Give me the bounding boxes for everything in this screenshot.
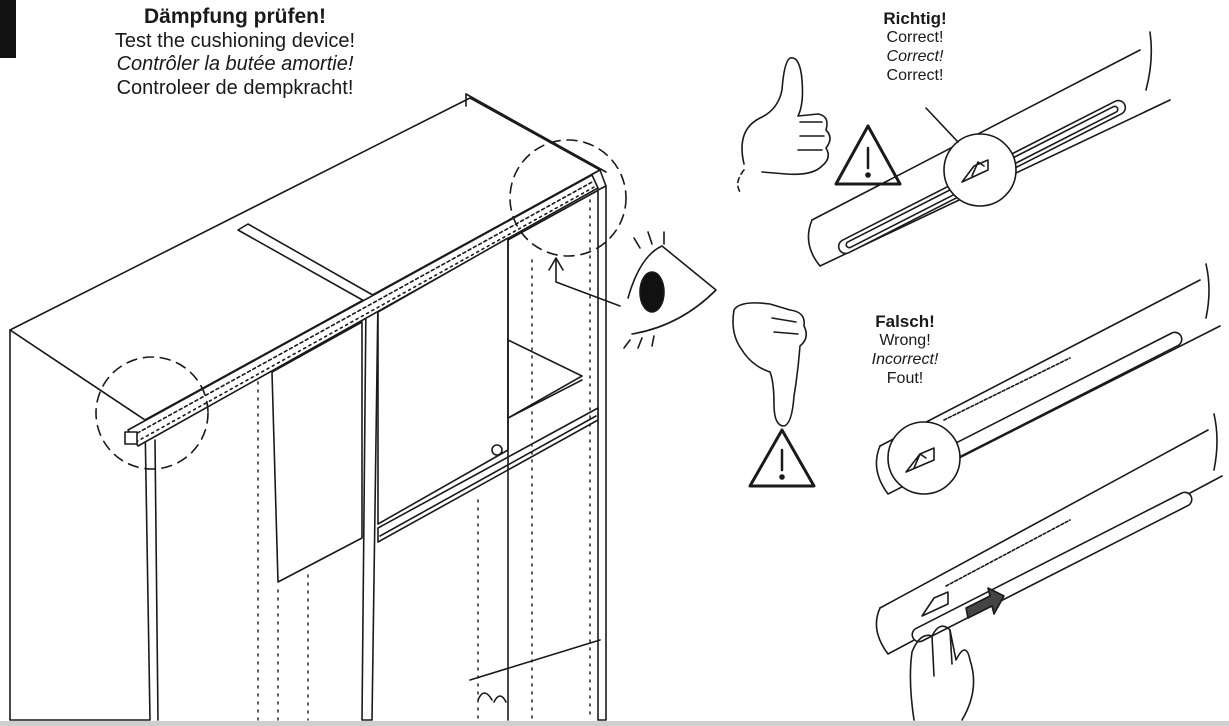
sliding-door-left (271, 321, 363, 583)
detail-circle-left (95, 356, 209, 470)
caption-correct-en: Correct! (886, 29, 944, 47)
wardrobe-left-side (9, 329, 151, 721)
wardrobe-shelf (507, 339, 583, 419)
thumbs-up-icon (736, 57, 831, 193)
rail-detail-correct (807, 31, 1171, 267)
caption-wrong-fr: Incorrect! (871, 350, 939, 368)
caption-main-en: Test the cushioning device! (114, 29, 356, 52)
push-arrow-icon (965, 587, 1005, 619)
pointer-arrow (555, 259, 621, 307)
hand-pushing (909, 625, 975, 721)
caption-main-fr: Contrôler la butée amortie! (116, 53, 354, 76)
rail-detail-wrong (875, 263, 1221, 495)
caption-correct-nl: Correct! (886, 66, 944, 84)
warning-triangle-icon (748, 428, 816, 488)
caption-wrong-en: Wrong! (879, 332, 931, 350)
page-tab-marker (0, 0, 16, 58)
sliding-rail (124, 174, 599, 447)
eye-icon (623, 231, 717, 349)
caption-correct-title: Richtig! (883, 9, 947, 28)
detail-circle-right (509, 139, 627, 257)
door-handle (491, 444, 503, 456)
wardrobe-right-side (597, 185, 607, 721)
warning-triangle-icon (834, 124, 902, 186)
caption-main: Dämpfung prüfen! Test the cushioning dev… (70, 5, 400, 101)
caption-main-nl: Controleer de dempkracht! (116, 76, 354, 99)
thumbs-down-icon (732, 302, 808, 427)
caption-wrong-nl: Fout! (886, 369, 924, 387)
caption-wrong-title: Falsch! (875, 312, 935, 331)
caption-correct-fr: Correct! (886, 47, 944, 65)
wardrobe-drawing (9, 93, 627, 721)
bottom-rule (0, 721, 1229, 726)
caption-wrong: Falsch! Wrong! Incorrect! Fout! (835, 312, 975, 389)
caption-main-title: Dämpfung prüfen! (144, 5, 326, 28)
caption-correct: Richtig! Correct! Correct! Correct! (845, 9, 985, 86)
